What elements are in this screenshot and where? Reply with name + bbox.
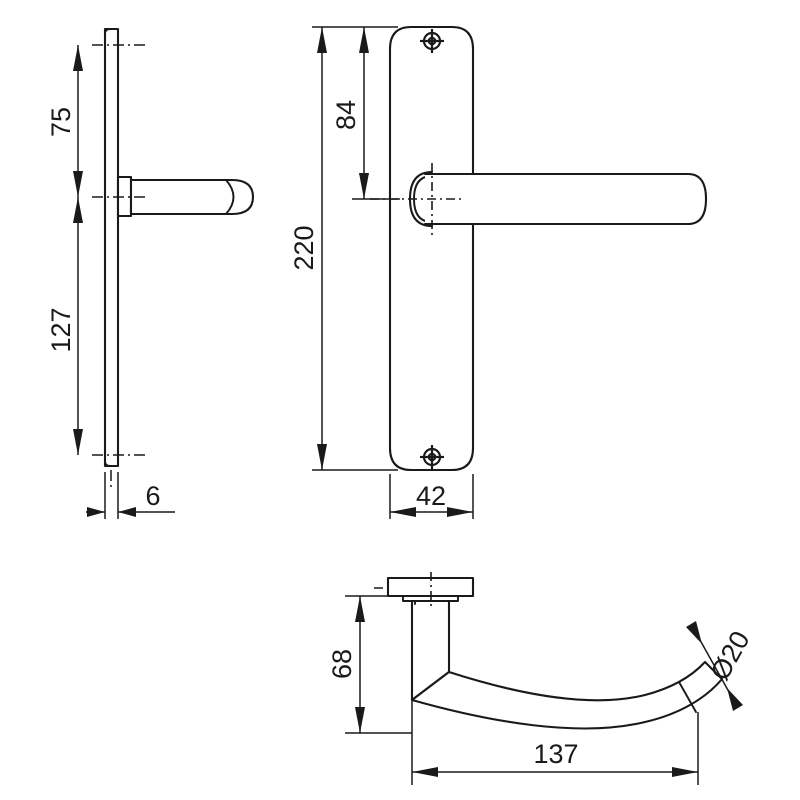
side-lever-collar: [116, 175, 133, 218]
dim-68-arrow-bottom: [355, 707, 365, 733]
side-lever-bar: [129, 178, 255, 216]
dimension-127: 127: [46, 197, 83, 455]
dim-137-arrow-right: [672, 767, 698, 777]
dim-42-arrow-left: [390, 507, 416, 517]
dim-84-arrow-bottom: [359, 173, 369, 199]
dim-d20-line: [699, 639, 730, 693]
dim-127-arrow-bottom: [73, 429, 83, 455]
dim-d20-arrow-upper: [686, 621, 702, 644]
dim-6-arrow-right: [118, 507, 136, 517]
side-plate-round-bottom: [104, 460, 111, 467]
dim-6-label: 6: [145, 481, 160, 511]
dim-42-arrow-right: [447, 507, 473, 517]
side-plate-round-top: [104, 28, 111, 35]
dim-42-label: 42: [416, 481, 446, 511]
lever-tip-seam: [678, 681, 697, 713]
dim-84-arrow-top: [359, 27, 369, 53]
dim-137-arrow-left: [412, 767, 438, 777]
front-elevation-view: 220 84 42: [289, 25, 708, 519]
dim-220-arrow-top: [317, 27, 327, 53]
dim-6-arrow-left: [87, 507, 105, 517]
front-plate-outline: [388, 25, 475, 472]
dimension-75: 75: [46, 45, 83, 197]
dim-75-arrow-top: [73, 45, 83, 71]
dimension-6: 6: [86, 472, 175, 519]
dim-127-label: 127: [46, 307, 76, 352]
side-lever-end-arc: [225, 179, 235, 215]
side-elevation-view: 75 127 6: [46, 27, 255, 519]
dim-68-arrow-top: [355, 596, 365, 622]
fixing-hole-top: [420, 29, 444, 53]
dim-220-label: 220: [289, 225, 319, 270]
dimension-84: 84: [331, 27, 369, 199]
front-lever-bar: [423, 172, 708, 226]
lever-curved-body: [410, 660, 724, 730]
dimension-68: 68: [327, 596, 365, 733]
dim-84-label: 84: [331, 100, 361, 130]
dim-127-arrow-top: [73, 197, 83, 223]
dim-75-arrow-bottom: [73, 171, 83, 197]
dim-75-label: 75: [46, 107, 76, 137]
dim-137-label: 137: [533, 739, 578, 769]
fixing-hole-bottom: [420, 445, 444, 469]
lever-rose-step: [402, 595, 459, 602]
dim-220-arrow-bottom: [317, 444, 327, 470]
dimension-42: 42: [389, 474, 474, 519]
dimension-137: 137: [411, 700, 699, 785]
dim-d20-arrow-lower: [727, 688, 743, 711]
side-plate-outline: [103, 27, 120, 468]
dim-68-label: 68: [327, 649, 357, 679]
lever-profile-view: 68 137 Ø20: [327, 572, 756, 785]
dimension-220: 220: [289, 27, 327, 470]
